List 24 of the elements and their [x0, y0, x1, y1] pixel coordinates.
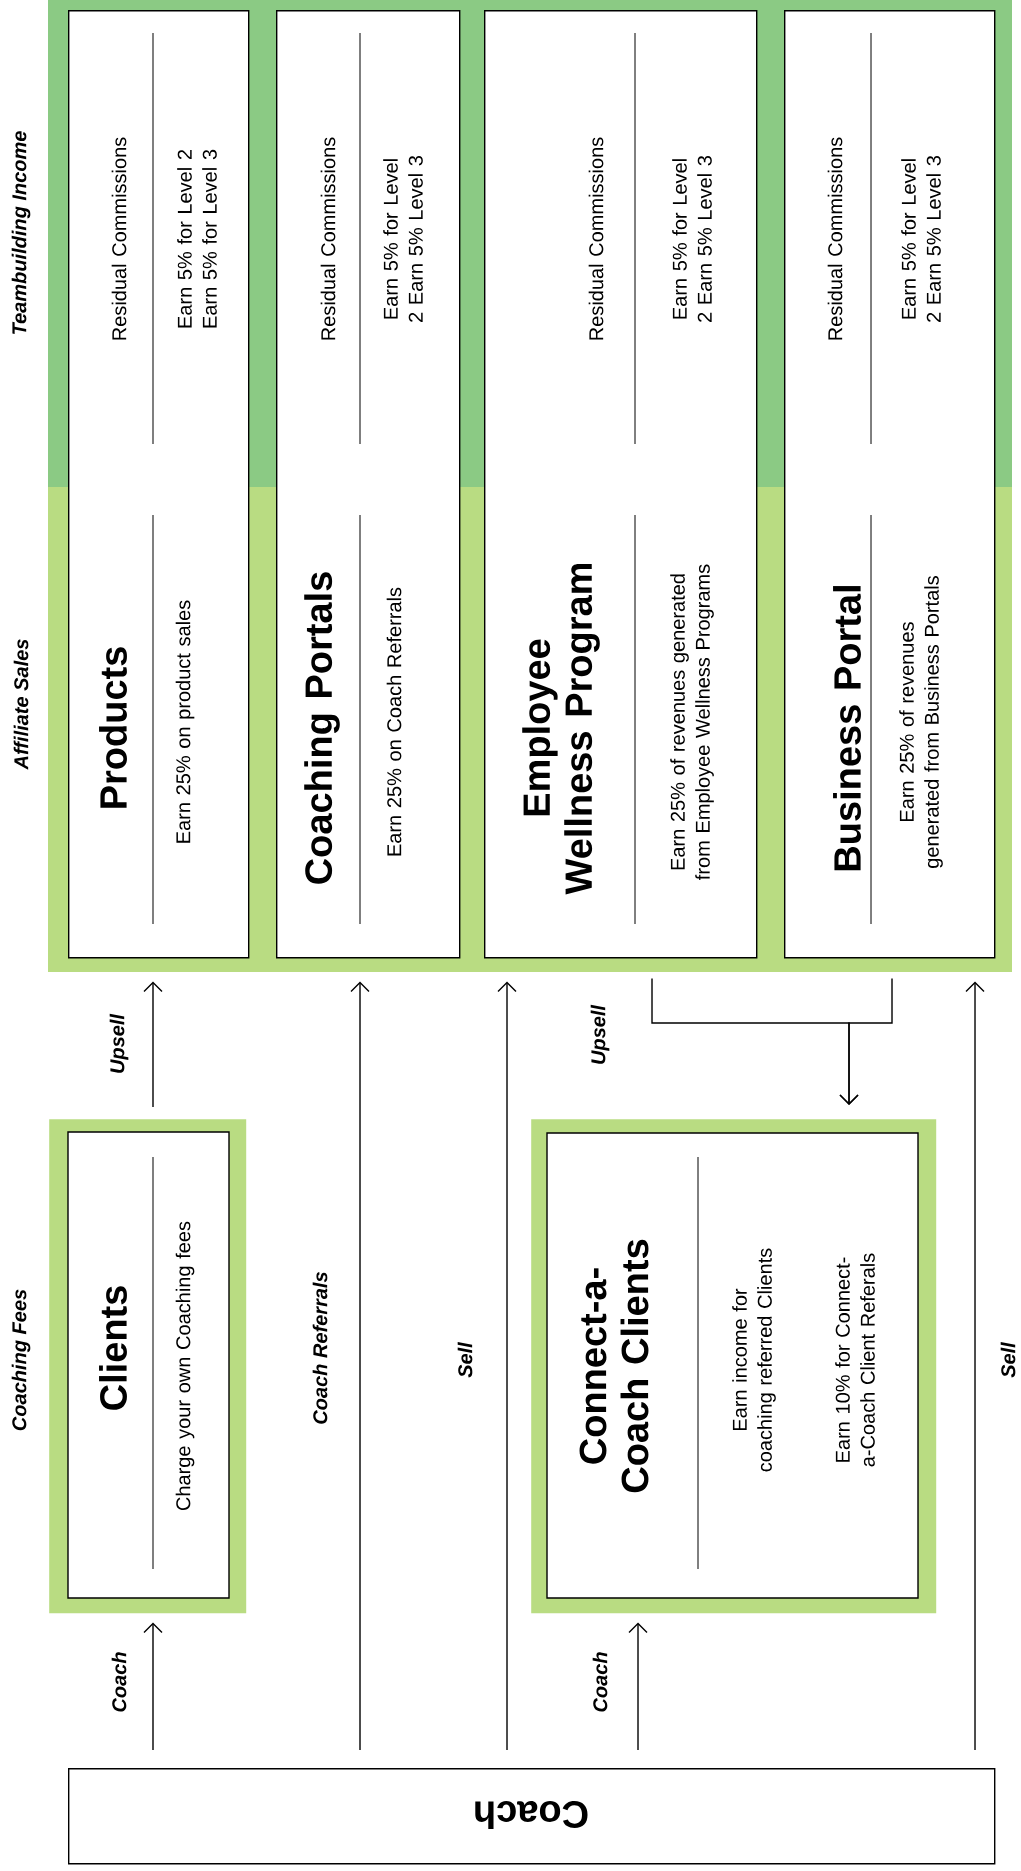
category-box: Employee Wellness Program Earn 25% of revenues generated from Employee Wellness Programs Residual Commissions Earn 5% for Level 2 Earn 5% Level 3	[484, 10, 758, 959]
edge-label: Coach	[111, 1652, 127, 1712]
arrow	[143, 981, 163, 1108]
category-box: Coaching Portals Earn 25% on Coach Referrals Residual Commissions Earn 5% for Level 2 Earn 5% Level 3	[276, 10, 461, 959]
edge-label: Upsell	[109, 1013, 129, 1073]
edge-label: Coach	[592, 1652, 608, 1712]
arrow	[143, 1622, 163, 1751]
framed-box: Connect-a-Coach Clients Earn income for coaching referred Clients Earn 10% for Connect-a-Coach Client Referals	[531, 1119, 937, 1614]
edge-label: Sell	[1000, 1341, 1016, 1378]
edge-label: Upsell	[590, 1004, 610, 1064]
arrow	[497, 981, 517, 1751]
arrow	[965, 981, 985, 1751]
arrow	[350, 981, 370, 1751]
edge-label: Sell	[457, 1341, 473, 1378]
arrow	[628, 1622, 648, 1751]
arrow	[839, 977, 893, 1105]
framed-box: Clients Charge your own Coaching fees	[49, 1119, 247, 1614]
column-heading: Coaching Fees	[11, 1289, 31, 1431]
coach-box: Coach	[68, 1768, 996, 1865]
category-box: Products Earn 25% on product sales Residual Commissions Earn 5% for Level 2 Earn 5% for Level 3	[68, 10, 250, 959]
edge-label: Coach Referrals	[312, 1272, 328, 1424]
category-box: Business Portal Earn 25% of revenues generated from Business Portals Residual Commissions Earn 5% for Level 2 Earn 5% Level 3	[784, 10, 996, 959]
column-heading: Affiliate Sales	[13, 639, 29, 770]
column-heading: Teambuilding Income	[11, 131, 31, 334]
